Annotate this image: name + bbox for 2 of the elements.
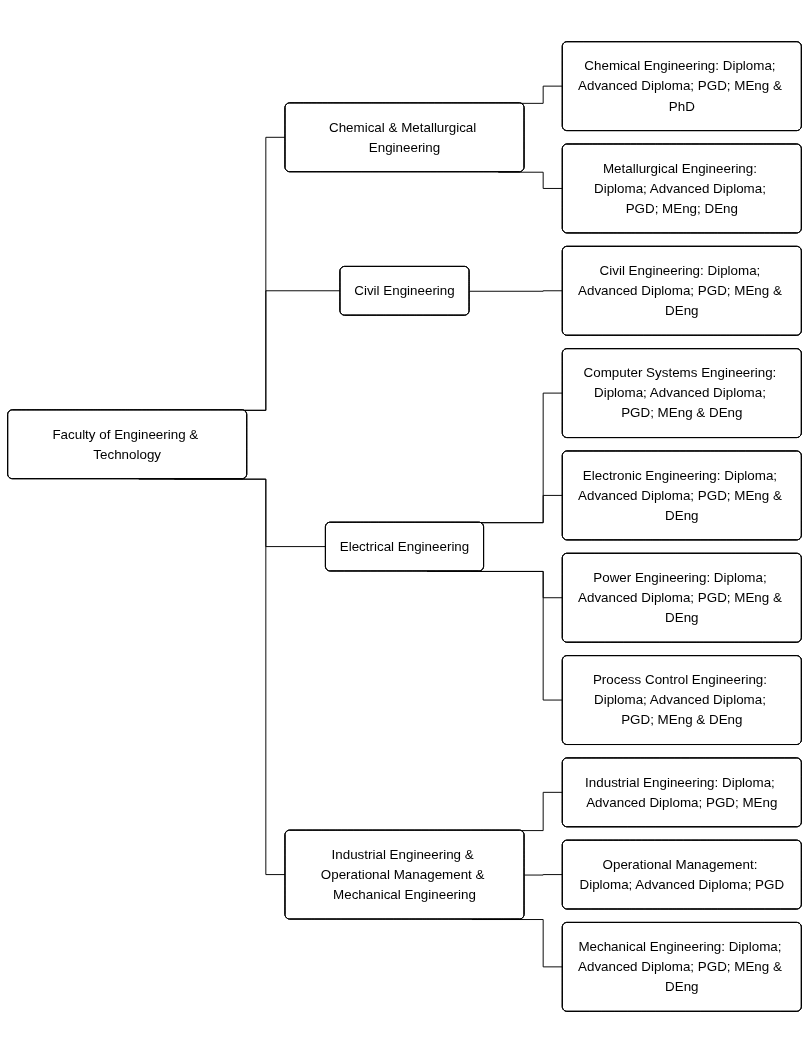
connector — [469, 290, 564, 292]
connector — [524, 874, 564, 876]
